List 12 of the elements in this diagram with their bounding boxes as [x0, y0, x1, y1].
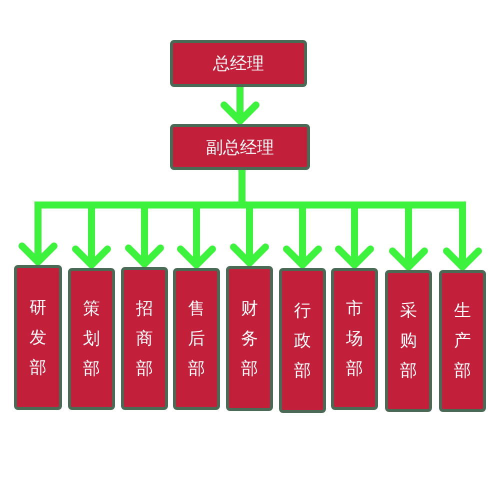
department-box: 采购部: [385, 270, 432, 412]
department-box: 售后部: [173, 268, 220, 410]
position-box: 副总经理: [170, 124, 310, 170]
department-box: 策划部: [68, 268, 115, 410]
arrow: [220, 87, 260, 124]
position-box: 总经理: [170, 40, 307, 87]
department-box: 行政部: [279, 268, 326, 413]
department-box: 市场部: [331, 268, 378, 410]
department-box: 研发部: [14, 265, 62, 410]
department-box: 生产部: [439, 270, 486, 412]
department-box: 财务部: [226, 266, 273, 411]
department-box: 招商部: [121, 267, 168, 410]
